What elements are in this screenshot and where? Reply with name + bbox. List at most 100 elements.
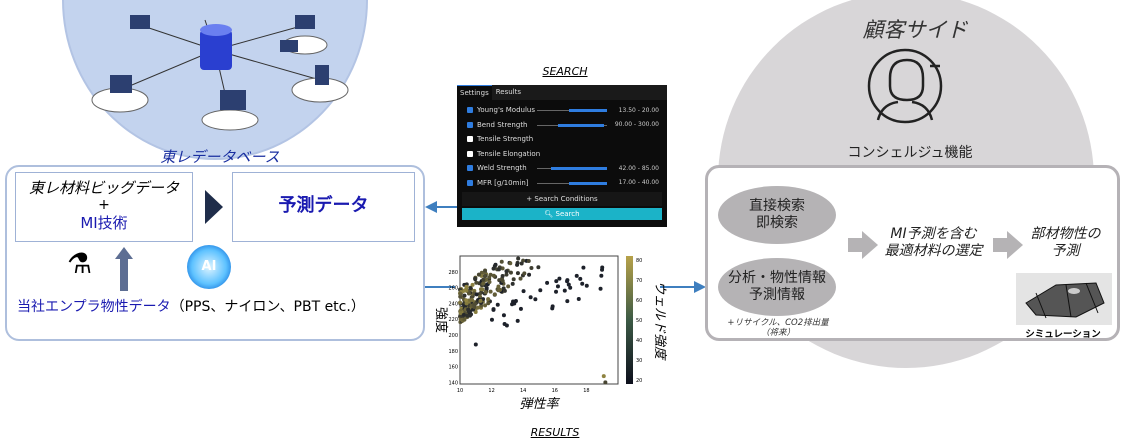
range-value: 42.00 - 85.00	[618, 164, 659, 172]
arrow-left-icon	[425, 201, 437, 213]
plus-sign: +	[98, 197, 110, 213]
arrow-right-icon	[694, 281, 706, 293]
y-tick-label: 200	[448, 333, 458, 339]
scatter-point	[495, 302, 500, 307]
scatter-point	[475, 305, 480, 310]
scatter-point	[511, 277, 516, 282]
oval2-line2: 予測情報	[749, 287, 805, 303]
search-condition-row: Tensile Strength	[457, 132, 667, 147]
scatter-point	[474, 292, 479, 297]
scatter-point	[470, 282, 475, 287]
scatter-point	[464, 284, 469, 289]
checkbox[interactable]	[467, 107, 473, 114]
search-button[interactable]: 🔍︎ Search	[462, 208, 662, 220]
scatter-point	[515, 262, 520, 267]
scatter-point	[521, 289, 526, 294]
y-tick-label: 180	[448, 349, 458, 355]
range-slider-fill[interactable]	[558, 123, 604, 127]
scatter-point	[528, 295, 533, 300]
oval1-line1: 直接検索	[749, 197, 805, 214]
scatter-point	[508, 261, 513, 266]
oval2-line1: 分析・物性情報	[728, 269, 826, 286]
results-caption: RESULTS	[530, 426, 580, 439]
scatter-point	[555, 284, 560, 289]
flask-icon: ⚗	[67, 247, 93, 280]
search-caption: SEARCH	[542, 65, 588, 78]
scatter-point	[487, 280, 492, 285]
range-slider-fill[interactable]	[568, 181, 607, 185]
tab-results[interactable]: Results	[495, 88, 521, 96]
scatter-point	[519, 261, 524, 266]
scatter-point	[522, 271, 527, 276]
scatter-point	[458, 300, 463, 305]
scatter-point	[491, 273, 496, 278]
condition-label: Tensile Strength	[477, 135, 534, 144]
scatter-point	[518, 306, 523, 311]
direct-search-oval[interactable]: 直接検索 即検索	[718, 186, 836, 244]
scatter-point	[492, 292, 497, 297]
tab-settings[interactable]: Settings	[457, 85, 492, 100]
note-line1: +リサイクル、CO2排出量	[727, 318, 829, 328]
range-slider-fill[interactable]	[551, 167, 607, 170]
scatter-point	[458, 311, 463, 316]
colorbar-tick-label: 40	[636, 338, 642, 344]
scatter-point	[510, 302, 515, 307]
scatter-point	[483, 303, 488, 308]
toray-database-panel: 東レ材料ビッグデータ + MI技術 予測データ AI ⚗ 当社エンプラ物性データ…	[5, 165, 425, 341]
checkbox[interactable]	[467, 136, 473, 143]
scatter-point	[481, 281, 486, 286]
scatter-point	[504, 323, 509, 328]
scatter-point	[506, 284, 511, 289]
colorbar-tick-label: 20	[636, 378, 642, 384]
range-slider-fill[interactable]	[568, 109, 607, 112]
scatter-point	[501, 313, 506, 318]
arrow-right-icon	[993, 231, 1023, 259]
person-icon	[867, 48, 943, 124]
scatter-point	[538, 288, 543, 293]
scatter-point	[483, 268, 488, 273]
add-search-conditions-button[interactable]: + Search Conditions	[462, 192, 662, 206]
scatter-point	[486, 297, 491, 302]
scatter-point	[554, 289, 559, 294]
checkbox[interactable]	[467, 165, 473, 172]
scatter-point	[527, 272, 532, 277]
y-tick-label: 220	[448, 317, 458, 323]
checkbox[interactable]	[467, 150, 473, 157]
simulation-image	[1016, 273, 1112, 325]
scatter-point	[565, 299, 570, 304]
scatter-point	[486, 301, 491, 306]
search-button-label: Search	[555, 210, 580, 218]
scatter-point	[496, 284, 501, 289]
search-condition-row: Tensile Elongation	[457, 147, 667, 162]
scatter-point	[529, 266, 534, 271]
scatter-point	[516, 256, 521, 261]
material-selection-step: MI予測を含む 最適材料の選定	[876, 226, 991, 260]
scatter-point	[598, 286, 603, 291]
scatter-point	[474, 280, 479, 285]
scatter-point	[468, 286, 473, 291]
scatter-point	[557, 276, 562, 281]
analysis-info-oval[interactable]: 分析・物性情報 予測情報	[718, 258, 836, 316]
scatter-point	[483, 290, 488, 295]
bigdata-mi-box: 東レ材料ビッグデータ + MI技術	[15, 172, 193, 242]
scatter-point	[510, 281, 515, 286]
scatter-point	[498, 287, 503, 292]
search-condition-row: MFR [g/10min]17.00 - 40.00	[457, 176, 667, 191]
network-illustration	[91, 15, 349, 131]
condition-label: MFR [g/10min]	[477, 178, 529, 187]
scatter-point	[477, 291, 482, 296]
colorbar-tick-label: 80	[636, 258, 642, 264]
note-line2: （将来）	[760, 328, 795, 338]
condition-label: Weld Strength	[477, 164, 527, 173]
x-tick-label: 12	[488, 388, 494, 394]
checkbox[interactable]	[467, 121, 473, 128]
scatter-point	[580, 281, 585, 286]
scatter-point	[526, 258, 531, 263]
scatter-point	[462, 317, 467, 322]
scatter-point	[515, 271, 520, 276]
db-to-results-line	[425, 286, 455, 288]
checkbox[interactable]	[467, 179, 473, 186]
